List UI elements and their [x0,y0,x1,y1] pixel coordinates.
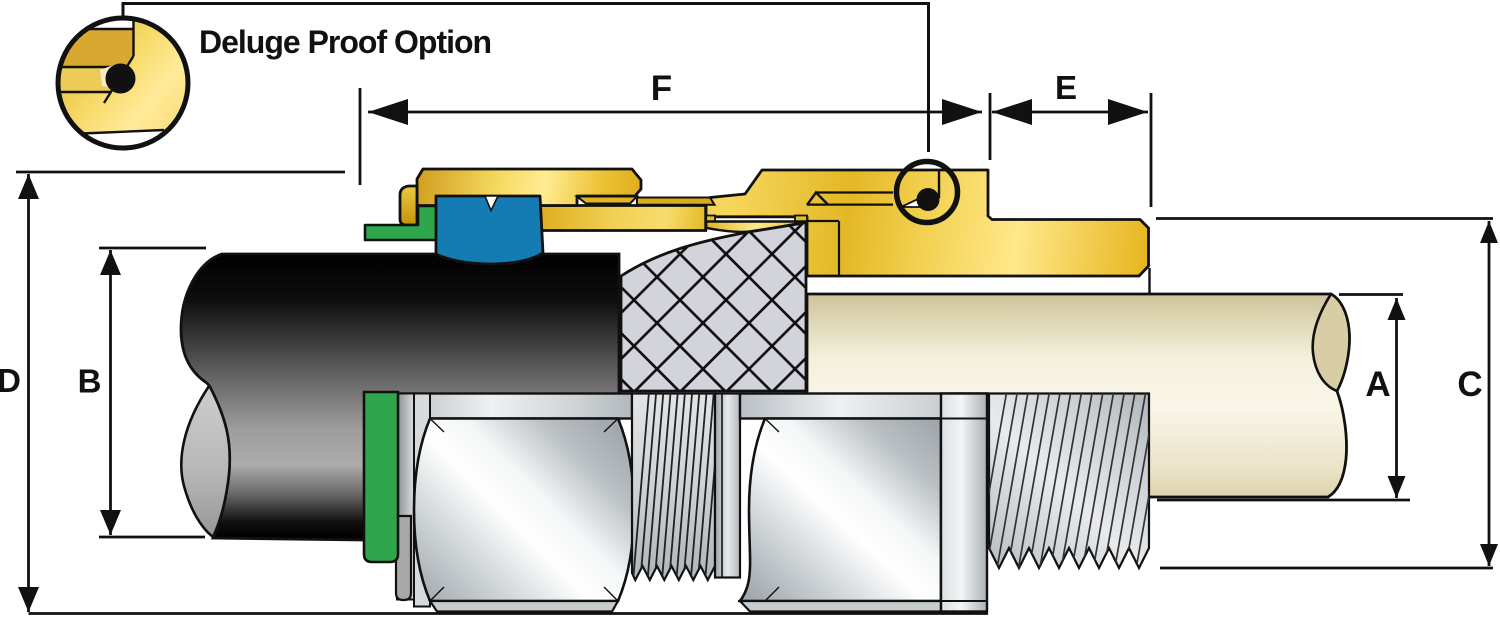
svg-text:Deluge Proof Option: Deluge Proof Option [199,24,491,60]
svg-text:B: B [78,363,102,400]
svg-text:C: C [1457,365,1482,404]
svg-text:F: F [651,69,672,108]
svg-text:A: A [1365,365,1390,404]
svg-text:D: D [0,362,21,399]
svg-text:E: E [1055,69,1077,106]
